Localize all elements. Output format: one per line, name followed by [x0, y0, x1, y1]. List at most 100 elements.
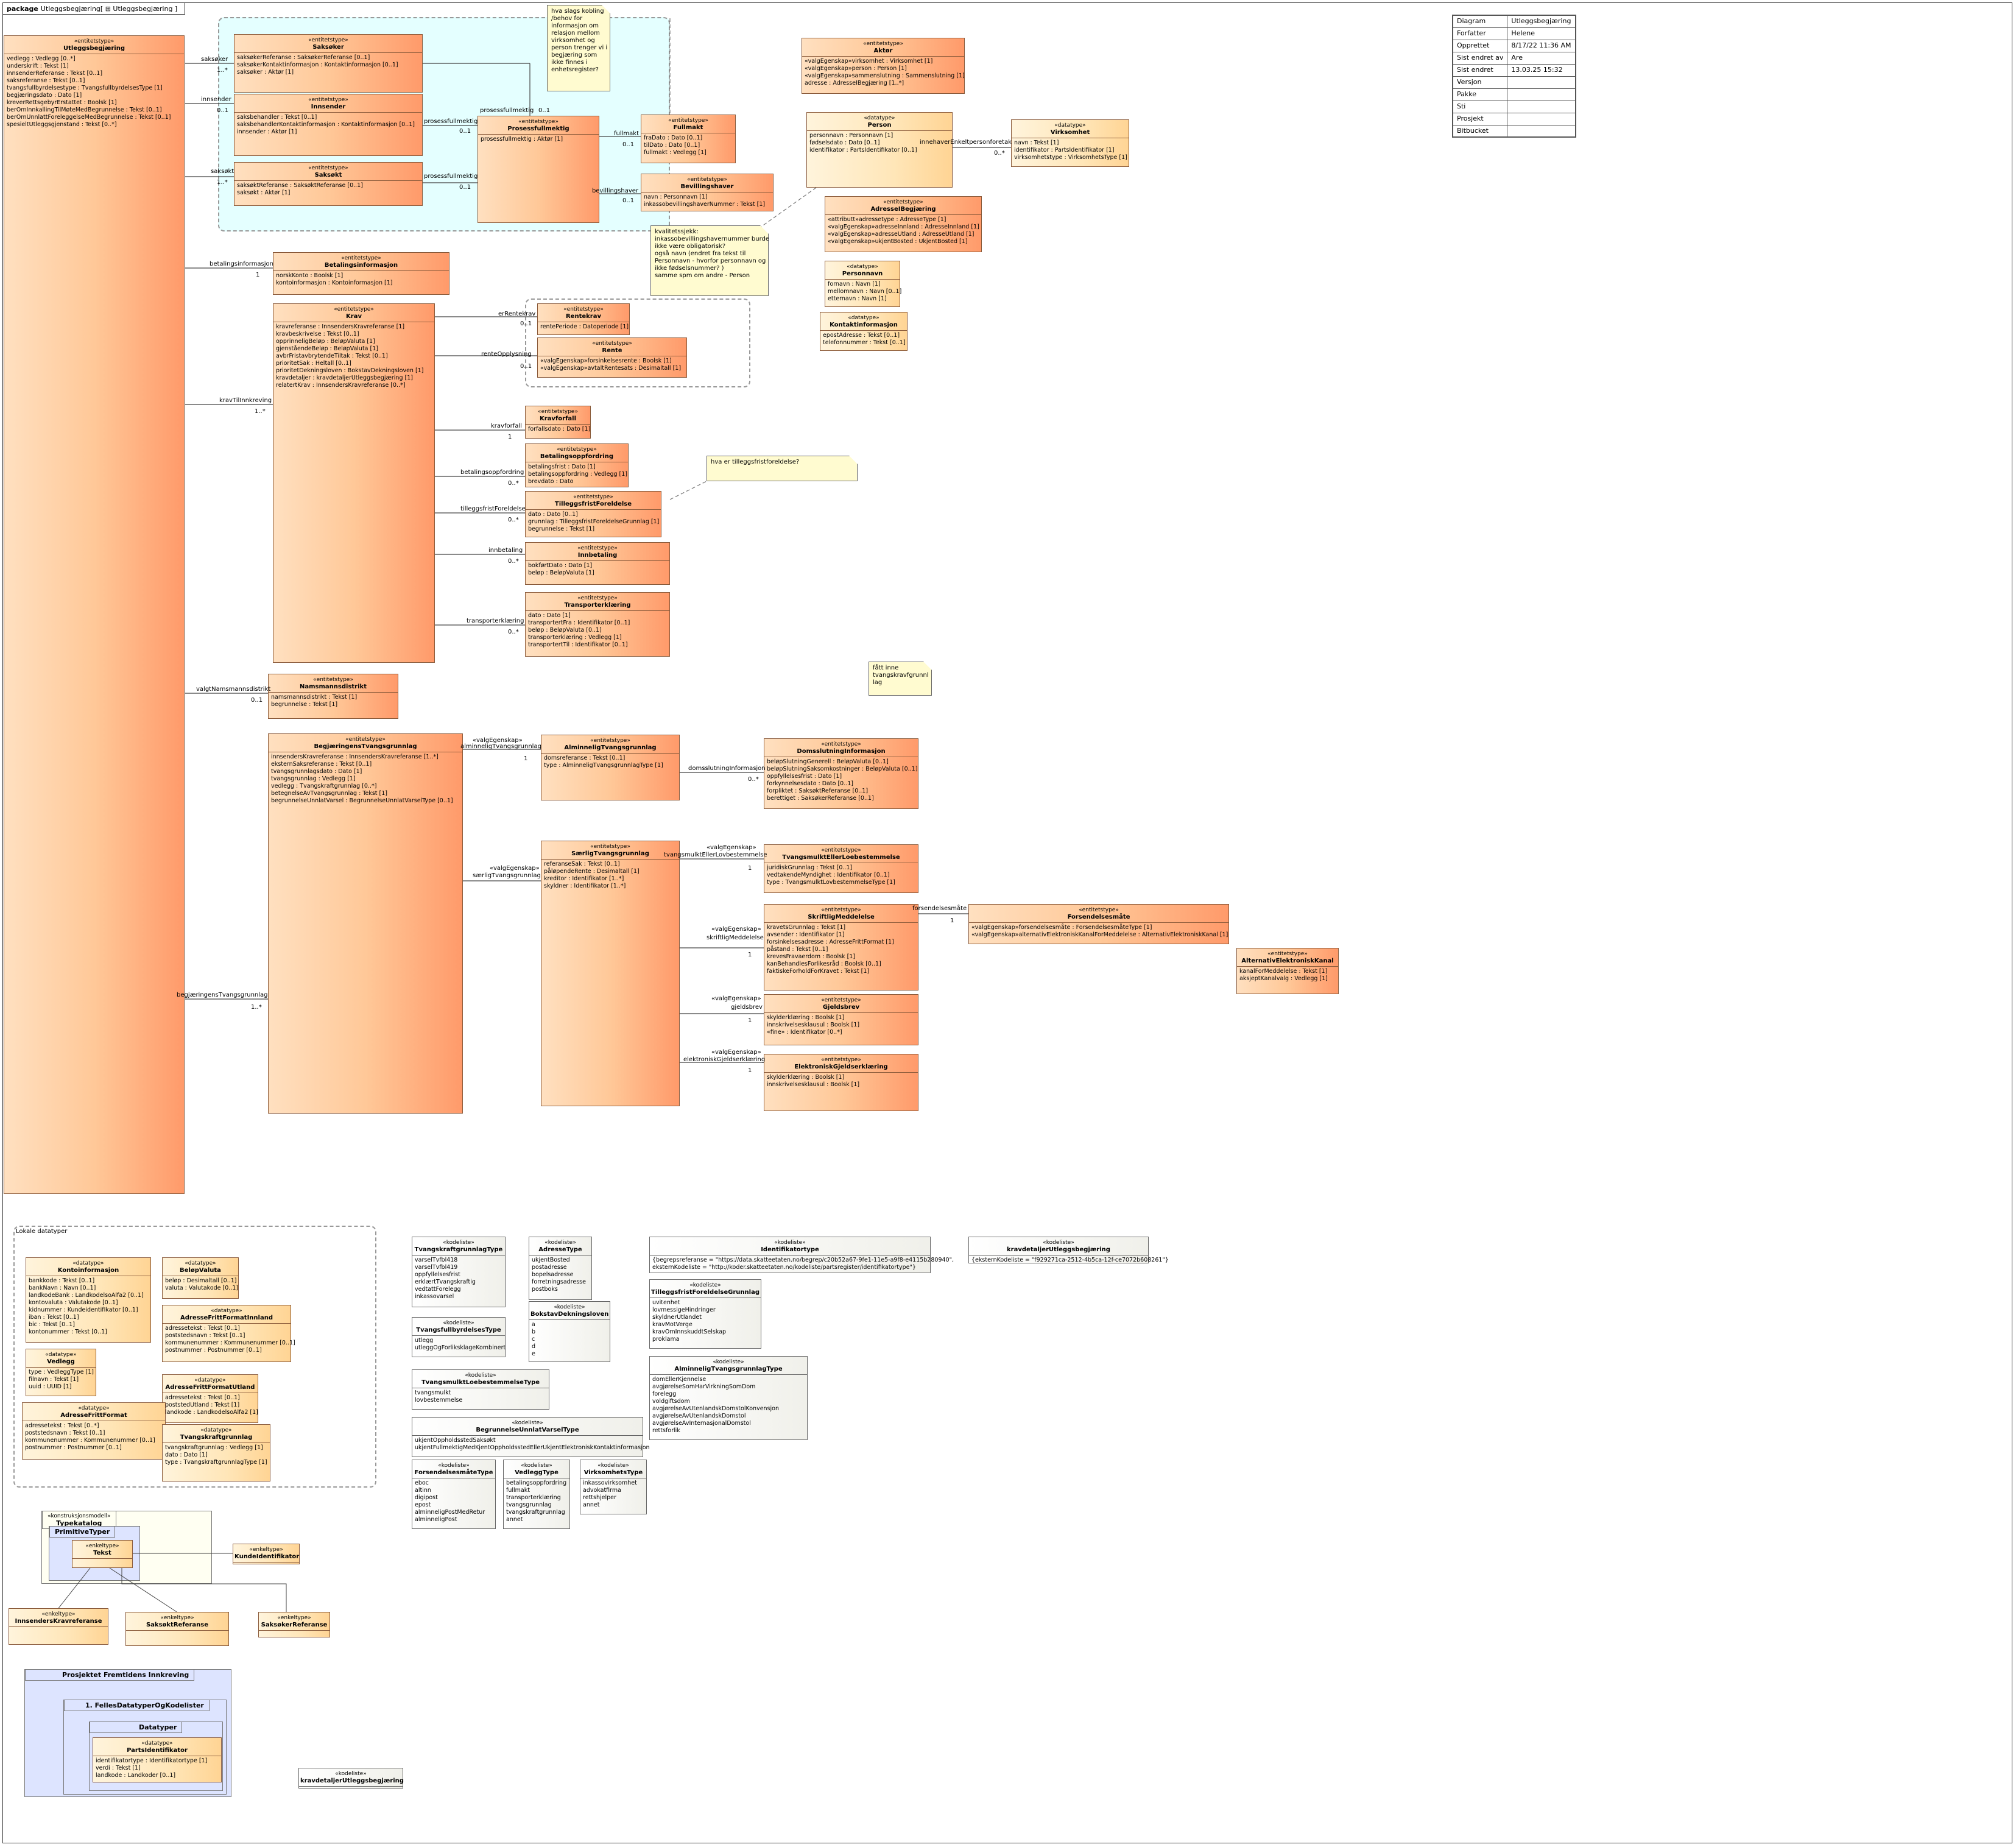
attribute-list: skylderklæring : Boolsk [1]innskrivelses… — [764, 1073, 918, 1090]
attribute: vedtattForelegg — [415, 1286, 461, 1293]
attribute: personnavn : Personnavn [1] — [809, 132, 893, 139]
comment-note[interactable]: hva er tilleggsfristforeldelse? — [707, 456, 858, 481]
tekst-class[interactable]: «enkeltype»Tekst — [72, 1540, 133, 1568]
kundeidentifikator-class[interactable]: «enkeltype»KundeIdentifikator — [233, 1544, 300, 1564]
class-name: TvangsmulktEllerLoebestemmelse — [782, 854, 900, 861]
association-label: kravTilInnkreving — [219, 397, 272, 404]
attribute: «valgEgenskap»adresseUtland : AdresseUtl… — [828, 231, 975, 238]
attribute-list: juridiskGrunnlag : Tekst [0..1]vedtakend… — [764, 863, 918, 888]
attribute-list: domsreferanse : Tekst [0..1]type : Almin… — [541, 754, 679, 771]
class-name: BokstavDekningsloven — [530, 1311, 609, 1318]
note-line: også navn (endret fra tekst til — [655, 250, 746, 257]
attribute: saksøkerKontaktinformasjon : Kontaktinfo… — [237, 62, 398, 68]
class-header: «datatype»AdresseFrittFormat — [23, 1403, 165, 1421]
attribute: utleggOgForliksklageKombinert — [415, 1344, 506, 1351]
saksoektReferanse-class[interactable]: «enkeltype»SaksøktReferanse — [125, 1612, 229, 1646]
attribute: «fine» : Identifikator [0..*] — [767, 1029, 842, 1036]
alternativElektroniskKanal-class[interactable]: «entitetstype»AlternativElektroniskKanal… — [1236, 948, 1339, 994]
tvangsmulkt-class[interactable]: «entitetstype»TvangsmulktEllerLoebestemm… — [764, 844, 918, 893]
forsendelsesmaate-class[interactable]: «entitetstype»Forsendelsesmåte«valgEgens… — [968, 904, 1229, 944]
association-label: 0..* — [508, 480, 519, 487]
association-label: 0..1 — [520, 363, 532, 370]
attribute-list: norskKonto : Boolsk [1]kontoinformasjon … — [273, 271, 449, 288]
rente-class[interactable]: «entitetstype»Rente«valgEgenskap»forsink… — [537, 337, 687, 378]
innsendersKravreferanse-class[interactable]: «enkeltype»InnsendersKravreferanse — [9, 1608, 108, 1645]
comment-note[interactable]: kvalitetssjekk:inkassobevillingshavernum… — [650, 225, 769, 296]
aktoer-class[interactable]: «entitetstype»Aktør«valgEgenskap»virksom… — [802, 38, 965, 94]
k-tvangsmulktLoebestemmelseType-class[interactable]: «kodeliste»TvangsmulktLoebestemmelseType… — [412, 1369, 549, 1410]
k-tilleggsfristGrunnlag-class[interactable]: «kodeliste»TilleggsfristForeldelseGrunnl… — [649, 1279, 761, 1349]
info-value: 13.03.25 15:32 — [1507, 63, 1576, 77]
attribute: lovbestemmelse — [415, 1397, 463, 1404]
k-kravdetaljer-class[interactable]: «kodeliste»kravdetaljerUtleggsbegjæring{… — [968, 1237, 1169, 1263]
elektroniskGjeldserklaering-class[interactable]: «entitetstype»ElektroniskGjeldserklæring… — [764, 1054, 918, 1111]
begjaeringensTvangsgrunnlag-class[interactable]: «entitetstype»BegjæringensTvangsgrunnlag… — [268, 733, 463, 1114]
attribute: avsender : Identifikator [1] — [767, 931, 845, 938]
attribute: kommunenummer : Kommunenummer [0..1] — [165, 1340, 295, 1346]
attribute: virksomhetstype : VirksomhetsType [1] — [1014, 154, 1127, 161]
attribute-list: prosessfullmektig : Aktør [1] — [478, 135, 599, 144]
saksoekerReferanse-class[interactable]: «enkeltype»SaksøkerReferanse — [258, 1612, 330, 1637]
class-header: «entitetstype»Aktør — [802, 38, 964, 57]
note-line: hva er tilleggsfristforeldelse? — [711, 459, 800, 465]
stereotype: «entitetstype» — [74, 38, 115, 44]
class-name: Identifikatortype — [761, 1246, 819, 1253]
attribute: namsmannsdistrikt : Tekst [1] — [271, 694, 358, 701]
k-kravdetaljer2-class[interactable]: «kodeliste»kravdetaljerUtleggsbegjæring — [298, 1768, 404, 1789]
adresseIBegjaering-class[interactable]: «entitetstype»AdresseIBegjæring«attribut… — [825, 196, 982, 252]
class-name: Gjeldsbrev — [822, 1004, 860, 1011]
attribute: «valgEgenskap»virksomhet : Virksomhet [1… — [805, 58, 933, 65]
k-identifikatortype-class[interactable]: «kodeliste»Identifikatortype{begrepsrefe… — [649, 1237, 954, 1273]
attribute-list: «valgEgenskap»virksomhet : Virksomhet [1… — [802, 57, 965, 88]
association-label: 1..* — [255, 408, 266, 415]
class-header: «entitetstype»Forsendelsesmåte — [969, 905, 1228, 923]
attribute: dato : Dato [1] — [165, 1452, 208, 1458]
